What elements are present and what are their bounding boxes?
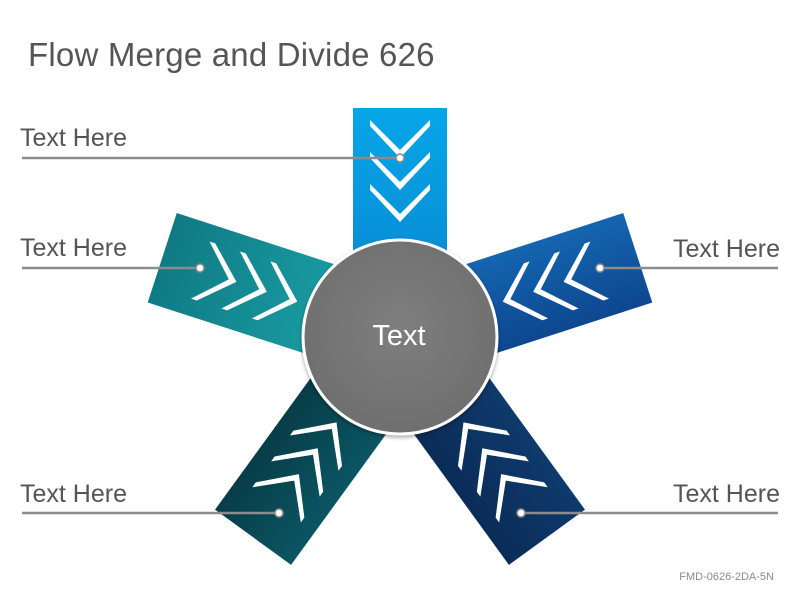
callout-top-left: Text Here bbox=[20, 124, 127, 152]
chevron-right-icon bbox=[221, 251, 267, 311]
chevron-left-icon bbox=[533, 251, 579, 311]
chevron-up-icon bbox=[476, 448, 529, 497]
chevron-up-icon bbox=[252, 474, 305, 523]
chevron-up-icon bbox=[495, 474, 548, 523]
chevron-down-icon bbox=[370, 120, 430, 158]
chevron-up-icon bbox=[458, 422, 511, 471]
chevron-left-icon bbox=[502, 261, 549, 321]
chevron-up-icon bbox=[271, 448, 324, 497]
callout-mid-left: Text Here bbox=[20, 234, 127, 262]
chevron-down-icon bbox=[370, 152, 430, 190]
footer-code: FMD-0626-2DA-5N bbox=[679, 571, 774, 583]
page-title: Flow Merge and Divide 626 bbox=[28, 36, 435, 73]
callout-mid-right: Text Here bbox=[673, 235, 780, 263]
callout-bottom-left: Text Here bbox=[20, 480, 127, 508]
chevron-down-icon bbox=[370, 184, 430, 222]
chevron-left-icon bbox=[563, 241, 609, 301]
callout-bottom-right: Text Here bbox=[673, 480, 780, 508]
leader-dot bbox=[195, 263, 205, 273]
leader-dot bbox=[395, 153, 405, 163]
chevron-right-icon bbox=[251, 261, 298, 321]
leader-dot bbox=[274, 508, 284, 518]
center-label: Text bbox=[372, 320, 425, 352]
leader-dot bbox=[516, 508, 526, 518]
center-circle bbox=[301, 238, 499, 436]
chevron-up-icon bbox=[289, 422, 342, 471]
leader-dot bbox=[595, 263, 605, 273]
chevron-right-icon bbox=[191, 241, 237, 301]
